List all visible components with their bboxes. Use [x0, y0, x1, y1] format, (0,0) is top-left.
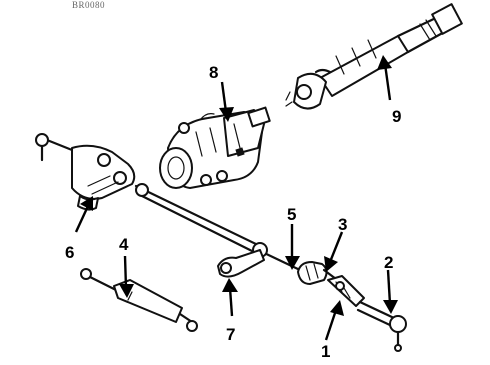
callout-1: 1 [321, 342, 330, 360]
callout-9: 9 [392, 107, 401, 126]
callout-arrows [74, 55, 398, 341]
tie-rod-end-adjuster [327, 275, 365, 307]
idler-arm [217, 249, 265, 278]
pitman-arm [35, 133, 136, 211]
callout-6: 6 [65, 243, 74, 262]
outer-tie-rod-end [356, 300, 407, 352]
steering-column-shaft [285, 3, 463, 110]
steering-damper [80, 268, 198, 332]
callout-4: 4 [119, 235, 129, 254]
callout-8: 8 [209, 63, 218, 82]
steering-gear-box [159, 106, 271, 189]
tie-rod [134, 183, 302, 272]
callout-3: 3 [338, 215, 347, 234]
callout-2: 2 [384, 253, 393, 272]
callout-7: 7 [226, 325, 235, 344]
callout-5: 5 [287, 205, 296, 224]
diagram-caption: BR0080 [72, 0, 106, 10]
